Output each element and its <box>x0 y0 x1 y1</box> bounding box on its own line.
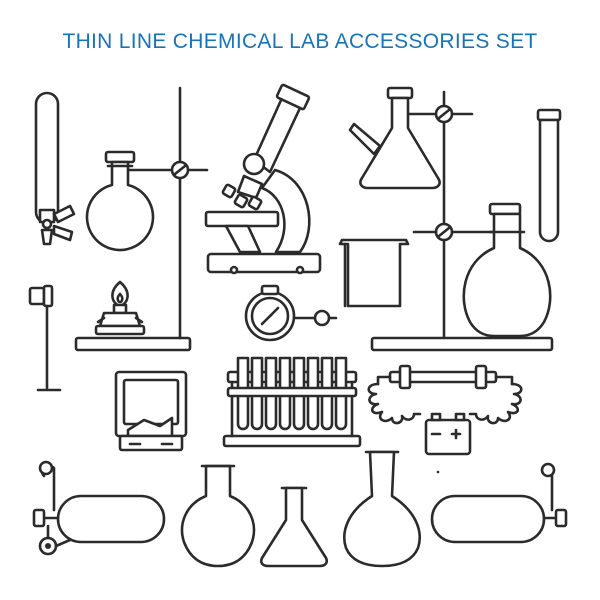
erlenmeyer-flask-icon <box>259 486 329 568</box>
page-title: THIN LINE CHEMICAL LAB ACCESSORIES SET <box>62 30 538 53</box>
valve-pipe-icon <box>28 284 62 392</box>
test-tube-icon <box>536 108 562 243</box>
bunsen-burner-icon <box>94 280 146 336</box>
gas-cylinder-right-icon <box>430 462 568 544</box>
condenser-tube-icon <box>34 91 76 246</box>
pressure-gauge-icon <box>244 284 338 342</box>
retort-stand-with-flask-icon <box>74 86 209 352</box>
stand-with-flat-bottom-flask-icon <box>370 202 554 352</box>
test-tube-rack-icon <box>222 356 362 448</box>
gas-cylinder-left-icon <box>32 460 166 556</box>
round-bottom-flask-icon <box>180 464 256 568</box>
beaker-icon <box>338 238 410 308</box>
heating-oven-icon <box>114 370 188 452</box>
microscope-icon <box>204 83 322 275</box>
buchner-flask-icon <box>348 86 474 340</box>
volumetric-flask-icon <box>343 450 421 568</box>
battery-circuit-icon <box>367 364 523 474</box>
